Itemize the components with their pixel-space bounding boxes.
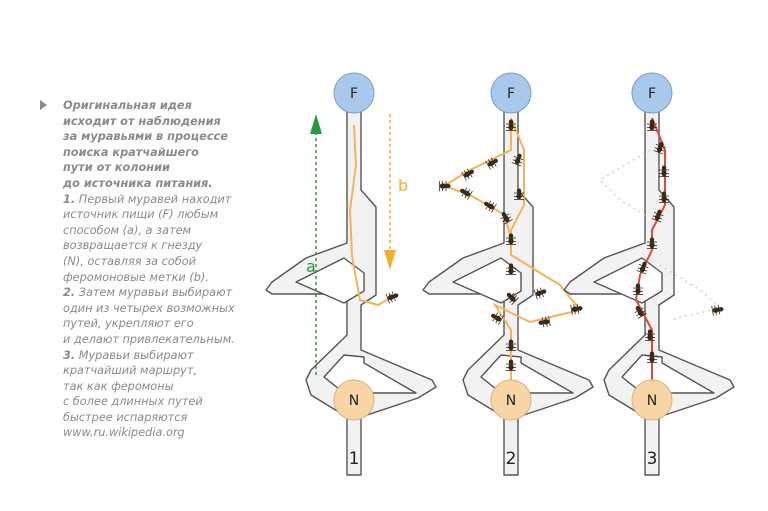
step1-line: (N), оставляя за собой (63, 254, 196, 268)
ant-icon (485, 154, 501, 170)
ant-icon (385, 289, 401, 304)
arrow-b-label: b (398, 176, 408, 195)
food-label: F (507, 86, 515, 102)
food-source (333, 72, 375, 114)
step1-line: источник пищи (F) любым (63, 208, 219, 222)
stage-2: F N 2 (422, 72, 594, 476)
caption-text: Оригинальная идея исходит от наблюдения … (63, 98, 240, 441)
intro-line: исходит от наблюдения (63, 114, 221, 128)
ant-icon (711, 303, 725, 317)
pheromone-trail (441, 118, 512, 241)
nest-label: N (647, 393, 657, 409)
source-url: www.ru.wikipedia.org (63, 426, 185, 440)
step1-line: возвращается к гнезду (63, 239, 203, 253)
food-source (631, 72, 673, 114)
caption: Оригинальная идея исходит от наблюдения … (40, 98, 240, 441)
arrow-b-head-icon (384, 250, 396, 270)
food-source (490, 72, 532, 114)
step2-number: 2. (63, 286, 76, 300)
stage-number: 3 (647, 449, 658, 469)
ant-icon (570, 302, 584, 316)
food-label: F (350, 86, 358, 102)
stage-1: a b F N 1 (265, 72, 437, 476)
nest (333, 379, 375, 421)
ant-icon (533, 285, 549, 300)
ant-icon (488, 309, 504, 325)
intro-line: Оригинальная идея (63, 99, 192, 112)
step3-line: с более длинных путей (63, 395, 203, 409)
nest-label: N (349, 393, 359, 409)
intro-line: за муравьями в процессе (63, 130, 228, 144)
pheromone-trail (348, 124, 393, 307)
step2-line: и делают привлекательным. (63, 332, 235, 346)
step1-number: 1. (63, 192, 76, 206)
step2-line: путей, укрепляют его (63, 317, 194, 331)
ant-icon (658, 164, 670, 177)
step1-line: 1. Первый муравей находит (63, 192, 240, 208)
ant-icon (481, 197, 497, 213)
step2-line: один из четырех возможных (63, 301, 235, 315)
nest (631, 379, 673, 421)
arrow-a-head-icon (310, 114, 322, 134)
bullet-triangle-icon (40, 100, 47, 110)
step3-text: Муравьи выбирают (75, 348, 194, 362)
nest (490, 379, 532, 421)
intro-line: до источника питания. (63, 176, 213, 190)
stage-3: F N 3 (563, 72, 735, 476)
intro-line: пути от колонии (63, 161, 170, 175)
step1-line: феромоновые метки (b). (63, 270, 209, 284)
stage-number: 1 (349, 449, 360, 469)
step2-line: 2. Затем муравьи выбирают (63, 285, 240, 301)
faded-trail (659, 264, 722, 321)
step3-line: 3. Муравьи выбирают (63, 348, 240, 364)
step3-line: кратчайший маршрут, (63, 364, 198, 378)
step3-line: так как феромоны (63, 379, 174, 393)
faded-trail (598, 149, 651, 216)
step1-line: способом (a), а затем (63, 223, 192, 237)
stage-number: 2 (506, 449, 517, 469)
intro-line: поиска кратчайшего (63, 145, 199, 159)
step1-text: Первый муравей находит (75, 192, 232, 206)
step3-number: 3. (63, 348, 76, 362)
arrow-a-label: a (306, 257, 316, 276)
nest-label: N (506, 393, 516, 409)
step2-text: Затем муравьи выбирают (75, 286, 233, 300)
food-label: F (648, 86, 656, 102)
pheromone-trail (492, 117, 582, 380)
step3-line: быстрее испаряются (63, 410, 188, 424)
